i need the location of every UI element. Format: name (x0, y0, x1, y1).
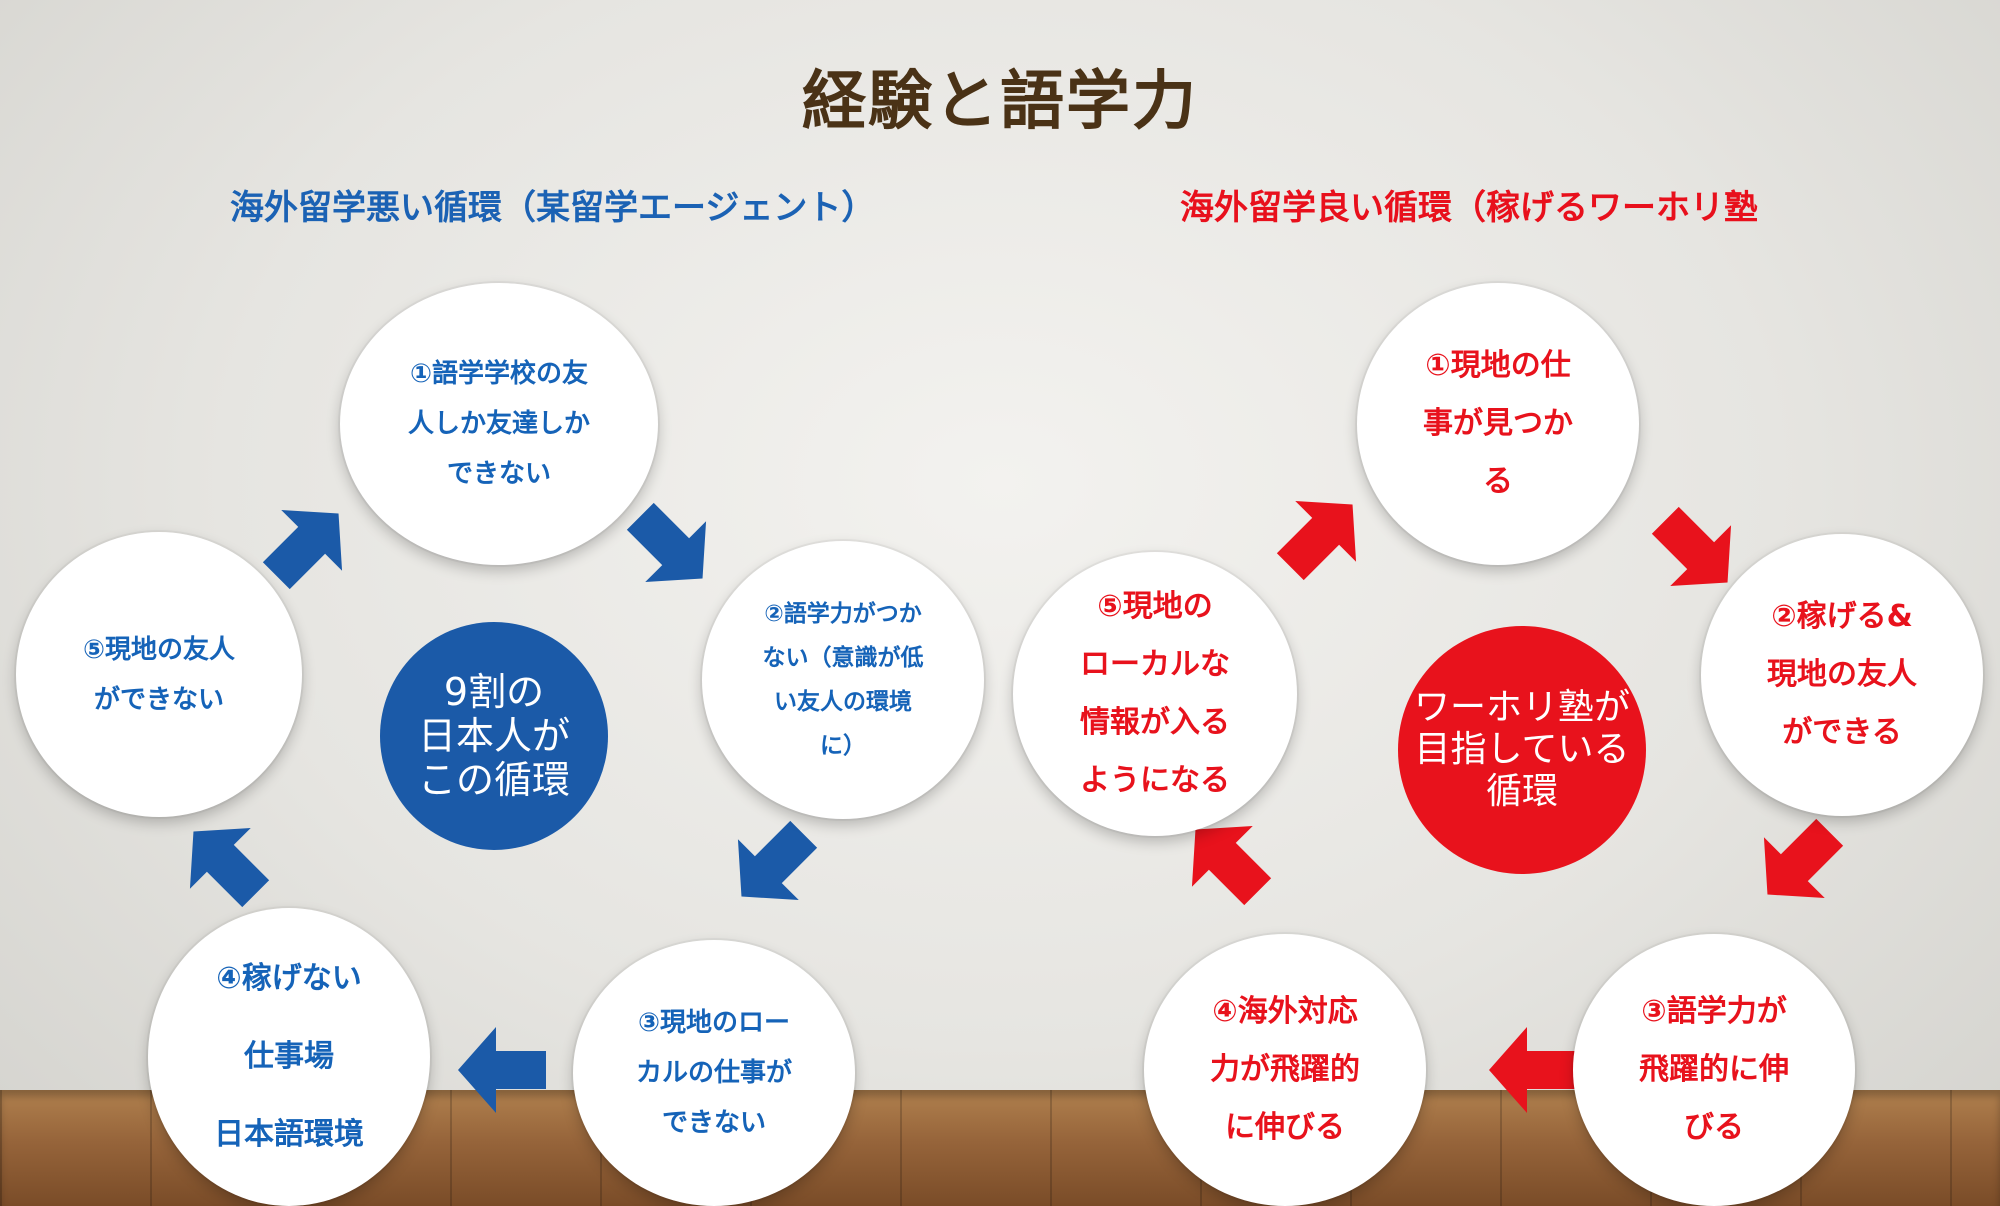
good-step-2: ②稼げる& 現地の友人 ができる (1701, 534, 1983, 816)
bad-arrow-3-to-4 (458, 1027, 546, 1113)
good-step-5: ⑤現地の ローカルな 情報が入る ようになる (1013, 552, 1297, 836)
good-step-4: ④海外対応 力が飛躍的 に伸びる (1144, 934, 1426, 1206)
bad-step-4: ④稼げない 仕事場 日本語環境 (148, 908, 430, 1206)
bad-cycle-center: 9割の 日本人が この循環 (380, 622, 608, 850)
bad-step-1: ①語学学校の友 人しか友達しか できない (340, 283, 658, 565)
bad-step-3: ③現地のロー カルの仕事が できない (573, 940, 855, 1206)
good-step-3: ③語学力が 飛躍的に伸 びる (1573, 934, 1855, 1206)
bad-step-2: ②語学力がつか ない（意識が低 い友人の環境 に） (702, 541, 984, 819)
good-step-1: ①現地の仕 事が見つか る (1357, 283, 1639, 565)
bad-arrow-4-to-5 (163, 801, 287, 925)
page-title: 経験と語学力 (802, 65, 1198, 139)
good-arrow-5-to-1 (1259, 474, 1383, 598)
good-cycle-center: ワーホリ塾が 目指している 循環 (1398, 626, 1646, 874)
bad-step-5: ⑤現地の友人 ができない (16, 532, 302, 817)
bad-arrow-2-to-3 (711, 803, 835, 927)
good-arrow-3-to-4 (1489, 1027, 1577, 1113)
bad-cycle-heading: 海外留学悪い循環（某留学エージェント） (230, 188, 876, 228)
good-arrow-2-to-3 (1737, 801, 1861, 925)
good-cycle-heading: 海外留学良い循環（稼げるワーホリ塾 (1180, 188, 1758, 228)
